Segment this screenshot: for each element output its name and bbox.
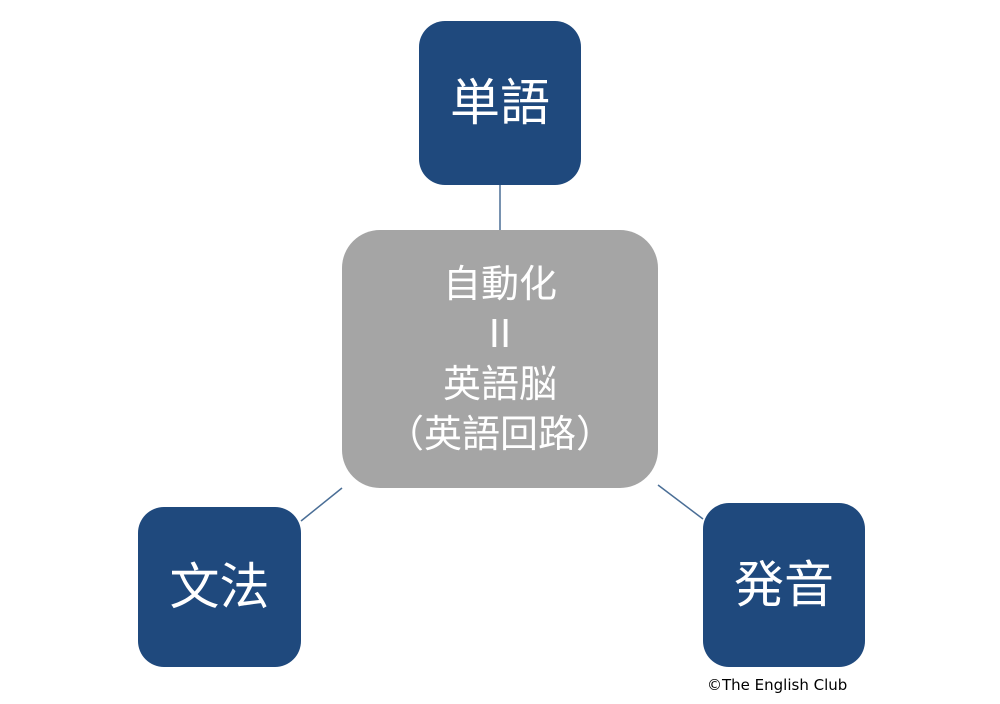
center-line-4: （英語回路）	[385, 412, 614, 456]
center-line-2: II	[488, 312, 512, 356]
node-pronunciation: 発音	[703, 503, 865, 667]
node-pronunciation-label: 発音	[734, 556, 834, 614]
center-line-1: 自動化	[442, 262, 557, 306]
copyright-text: ©The English Club	[707, 676, 848, 694]
node-english-brain: 自動化 II 英語脳 （英語回路）	[342, 230, 658, 488]
node-grammar: 文法	[138, 507, 301, 667]
connector-right	[657, 484, 704, 520]
connector-left	[300, 487, 343, 522]
center-line-3: 英語脳	[442, 362, 557, 406]
node-vocabulary-label: 単語	[450, 74, 550, 132]
node-grammar-label: 文法	[169, 558, 270, 616]
node-vocabulary: 単語	[419, 21, 581, 185]
